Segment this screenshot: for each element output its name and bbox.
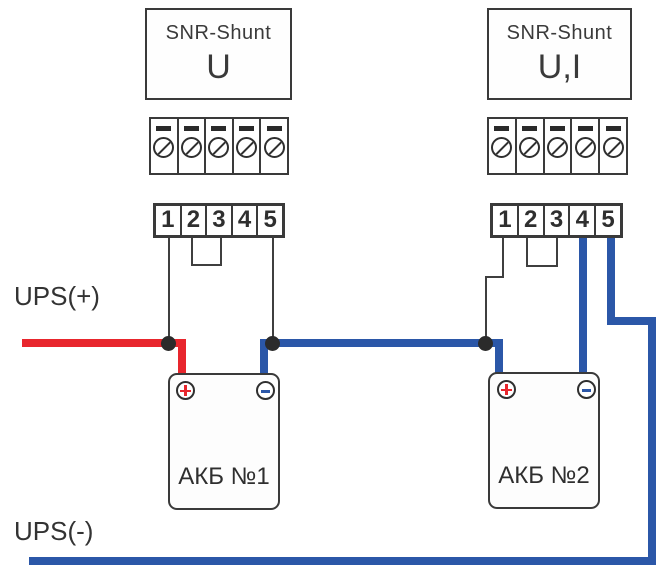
screw-icon xyxy=(263,137,285,158)
screw-icon xyxy=(546,137,568,158)
negative-terminal-icon xyxy=(256,381,275,400)
shunt-left-mode: U xyxy=(206,48,231,86)
terminal-number: 4 xyxy=(568,206,594,235)
screw-icon xyxy=(574,137,596,158)
ups-positive-label: UPS(+) xyxy=(14,281,100,311)
terminal-slot xyxy=(522,126,538,131)
positive-terminal-icon xyxy=(176,381,195,400)
terminal-slot xyxy=(211,126,227,131)
shunt-right-screw-strip xyxy=(487,117,628,175)
battery-1-label: АКБ №1 xyxy=(178,463,270,490)
terminal-number: 5 xyxy=(594,206,620,235)
terminal-number: 1 xyxy=(161,206,175,233)
terminal-number: 2 xyxy=(516,206,543,235)
terminal-number: 1 xyxy=(498,206,512,233)
screw-terminal xyxy=(176,117,207,175)
shunt-left-box: SNR-Shunt U xyxy=(145,8,292,100)
wire-left-jumper-3 xyxy=(220,238,222,266)
wire-left-terminal5-sense xyxy=(272,238,274,342)
screw-icon xyxy=(519,137,541,158)
terminal-slot xyxy=(156,126,172,131)
shunt-right-title: SNR-Shunt xyxy=(506,22,613,44)
screw-terminal xyxy=(204,117,234,175)
wire-left-terminal1-sense xyxy=(168,238,170,342)
wire-right-terminal1-sense-h xyxy=(485,276,504,278)
terminal-slot xyxy=(239,126,255,131)
wire-series-link-right-drop xyxy=(495,339,503,381)
screw-terminal xyxy=(259,117,289,175)
terminal-number: 5 xyxy=(256,206,282,235)
wire-terminal4-to-battery2-negative xyxy=(579,238,587,380)
screw-terminal xyxy=(514,117,545,175)
terminal-slot xyxy=(577,126,593,131)
terminal-slot xyxy=(605,126,621,131)
wire-right-terminal1-sense-v1 xyxy=(502,238,504,278)
wire-left-jumper-bottom xyxy=(191,264,222,266)
wire-terminal5-drop xyxy=(607,238,615,325)
screw-icon xyxy=(180,137,202,158)
screw-terminal xyxy=(598,117,628,175)
wire-terminal5-horizontal xyxy=(607,317,656,325)
wire-ups-positive-horizontal xyxy=(22,339,186,347)
terminal-slot xyxy=(549,126,565,131)
wire-ups-negative-bus xyxy=(29,557,656,565)
screw-icon xyxy=(153,137,175,158)
battery-2-label: АКБ №2 xyxy=(498,462,590,489)
terminal-slot xyxy=(183,126,199,131)
positive-terminal-icon xyxy=(497,380,516,399)
screw-terminal xyxy=(149,117,179,175)
junction-dot-ups-positive xyxy=(161,336,176,351)
wire-right-jumper-bottom xyxy=(526,265,558,267)
wire-right-edge-vertical xyxy=(648,317,656,565)
shunt-left-screw-strip xyxy=(149,117,289,175)
screw-terminal xyxy=(570,117,601,175)
terminal-number: 3 xyxy=(542,206,569,235)
ups-negative-label: UPS(-) xyxy=(14,516,94,546)
negative-terminal-icon xyxy=(577,380,596,399)
battery-1: АКБ №1 xyxy=(168,373,280,510)
wire-left-jumper-2 xyxy=(191,238,193,266)
battery-2: АКБ №2 xyxy=(488,372,600,509)
screw-icon xyxy=(208,137,230,158)
screw-icon xyxy=(491,137,513,158)
junction-dot-battery2-positive xyxy=(478,336,493,351)
screw-terminal xyxy=(231,117,262,175)
terminal-number: 4 xyxy=(230,206,257,235)
shunt-right-box: SNR-Shunt U,I xyxy=(487,8,632,100)
shunt-left-title: SNR-Shunt xyxy=(165,22,272,44)
shunt-right-mode: U,I xyxy=(537,48,582,86)
screw-terminal xyxy=(542,117,573,175)
terminal-number: 3 xyxy=(205,206,231,235)
wire-right-jumper-2 xyxy=(526,238,528,267)
screw-icon xyxy=(236,137,258,158)
terminal-slot xyxy=(494,126,510,131)
terminal-slot xyxy=(266,126,282,131)
wire-right-jumper-3 xyxy=(556,238,558,267)
wire-ups-positive-drop xyxy=(178,339,186,381)
wire-series-link-left-drop xyxy=(260,339,268,381)
shunt-left-terminal-numbers: 1 2 3 4 5 xyxy=(153,203,285,238)
wire-right-terminal1-sense-v2 xyxy=(485,276,487,342)
shunt-right-terminal-numbers: 1 2 3 4 5 xyxy=(490,203,623,238)
screw-terminal xyxy=(487,117,517,175)
wire-series-link-horizontal xyxy=(260,339,503,347)
junction-dot-battery1-negative xyxy=(265,336,280,351)
screw-icon xyxy=(602,137,624,158)
terminal-number: 2 xyxy=(179,206,206,235)
